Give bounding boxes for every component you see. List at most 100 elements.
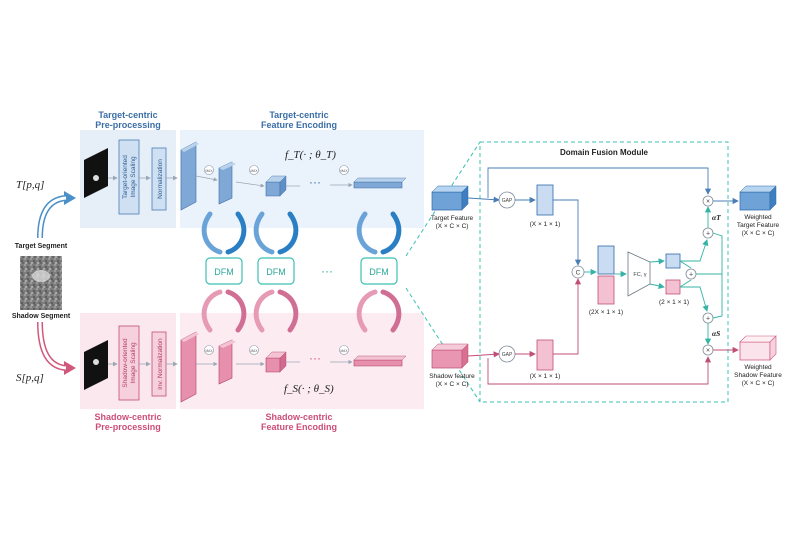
target-scaling-label-1: Target-oriented <box>122 155 129 199</box>
target-normalization-block <box>151 147 167 211</box>
target-pre-title-1: Target-centric <box>98 110 157 120</box>
multiply-symbol: × <box>706 199 710 206</box>
dfm-column-3: DFM <box>356 211 402 333</box>
dfm-column-2: DFM <box>253 211 299 333</box>
target-image-scaling-block <box>118 139 140 215</box>
target-feature-label: Target Feature <box>431 215 474 222</box>
maxpool-icon <box>339 165 349 175</box>
shadow-image-scaling-block <box>118 325 140 401</box>
concat-vector-shadow-half <box>597 275 615 305</box>
shadow-feature-cube <box>431 343 469 369</box>
target-segment-label: Target Segment <box>15 243 68 250</box>
shadow-input-label: S[p,q] <box>16 372 44 384</box>
shadow-feature-dim: (X × C × C) <box>436 381 469 388</box>
maxpool-label: MAX <box>251 169 259 173</box>
target-scaled-image <box>84 148 108 198</box>
target-enc-title-1: Target-centric <box>269 110 328 120</box>
target-feature-cube <box>431 185 469 211</box>
dfm-out-arrow-shadow <box>380 289 402 333</box>
weighted-shadow-cube <box>739 335 777 361</box>
maxpool-label: MAX <box>341 349 349 353</box>
shadow-feature-label: Shadow feature <box>429 373 475 380</box>
dfm-box <box>360 257 398 285</box>
target-pooled-vector <box>536 184 554 216</box>
shadow-pre-title-2: Pre-processing <box>95 422 161 432</box>
f-shadow-label: f_S(· ; θ_S) <box>284 383 334 395</box>
shadow-feature-vector <box>353 355 407 367</box>
sonar-segment-image <box>20 256 62 310</box>
dfm-in-arrow-shadow <box>253 289 275 333</box>
dfm-box <box>257 257 295 285</box>
maxpool-icon <box>204 345 214 355</box>
gap-label: GAP <box>502 352 513 358</box>
dfm-label: DFM <box>266 267 286 277</box>
maxpool-label: MAX <box>341 169 349 173</box>
shadow-feature-map-2 <box>218 339 236 385</box>
alpha-s-label: αS <box>712 329 720 338</box>
maxpool-icon <box>204 165 214 175</box>
fc-output-shadow <box>665 279 681 295</box>
target-pooled-dim: (X × 1 × 1) <box>530 221 561 228</box>
target-blob <box>32 270 50 282</box>
concat-label: C <box>576 270 581 277</box>
dfm-label: DFM <box>214 267 234 277</box>
fusion-title: Domain Fusion Module <box>560 148 649 157</box>
shadow-enc-title-2: Feature Encoding <box>261 422 337 432</box>
fusion-connections <box>467 167 739 385</box>
dfm-out-arrow-target <box>380 211 402 255</box>
maxpool-label: MAX <box>251 349 259 353</box>
dfm-in-arrow-target <box>253 211 275 255</box>
dfm-column-1: DFM <box>201 211 247 333</box>
weighted-shadow-label-2: Shadow Feature <box>734 372 782 379</box>
weighted-target-cube <box>739 185 777 211</box>
shadow-pre-title-1: Shadow-centric <box>94 412 161 422</box>
shadow-scaling-label-1: Shadow-oriented <box>122 338 129 388</box>
concat-dim: (2X × 1 × 1) <box>589 309 623 316</box>
dfm-in-arrow-shadow <box>201 289 223 333</box>
f-target-label: f_T(· ; θ_T) <box>285 149 336 161</box>
fusion-connector-bottom <box>405 287 481 403</box>
weighted-shadow-dim: (X × C × C) <box>742 380 775 387</box>
maxpool-icon <box>249 345 259 355</box>
maxpool-icon <box>249 165 259 175</box>
gap-label: GAP <box>502 198 513 204</box>
dfm-in-arrow-shadow <box>356 289 378 333</box>
add-symbol: + <box>689 272 693 279</box>
dfm-label: DFM <box>369 267 389 277</box>
alpha-t-label: αT <box>712 213 721 222</box>
shadow-scaling-label-2: Image Scaling <box>130 342 137 384</box>
target-enc-title-2: Feature Encoding <box>261 120 337 130</box>
dfm-box <box>205 257 243 285</box>
shadow-feature-map-1 <box>180 331 199 403</box>
fusion-connector-top <box>405 141 481 257</box>
target-pre-title-2: Pre-processing <box>95 120 161 130</box>
shadow-feature-map-3 <box>265 351 287 373</box>
maxpool-label: MAX <box>206 349 214 353</box>
weighted-target-label-1: Weighted <box>744 214 772 221</box>
dfm-out-arrow-target <box>277 211 299 255</box>
fc-label: FC, γ <box>633 272 646 278</box>
maxpool-label: MAX <box>206 169 214 173</box>
concat-vector-target-half <box>597 245 615 275</box>
maxpool-icon <box>339 345 349 355</box>
target-scaling-label-2: Image Scaling <box>130 156 137 198</box>
shadow-ellipsis: ··· <box>309 351 321 365</box>
dfm-ellipsis: ··· <box>321 264 333 278</box>
target-feature-map-2 <box>218 161 236 205</box>
weighted-target-label-2: Target Feature <box>737 222 780 229</box>
target-feature-map-1 <box>180 141 199 211</box>
add-symbol: + <box>706 316 710 323</box>
multiply-symbol: × <box>706 348 710 355</box>
dfm-out-arrow-shadow <box>225 289 247 333</box>
shadow-inv-normalization-label: inv. Normalization <box>157 338 164 390</box>
weighted-target-dim: (X × C × C) <box>742 230 775 237</box>
fc-output-dim: (2 × 1 × 1) <box>659 299 689 306</box>
target-feature-map-3 <box>265 175 287 197</box>
dfm-out-arrow-target <box>225 211 247 255</box>
shadow-pooled-dim: (X × 1 × 1) <box>530 373 561 380</box>
target-input-label: T[p,q] <box>16 179 44 191</box>
fc-output-target <box>665 253 681 269</box>
dfm-in-arrow-target <box>201 211 223 255</box>
